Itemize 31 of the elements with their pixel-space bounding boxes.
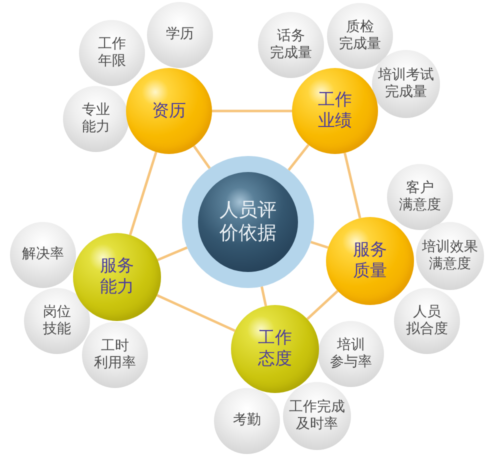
connector-line <box>260 286 268 306</box>
circle-label: 服务质量 <box>353 240 387 282</box>
circle-label: 考勤 <box>233 412 261 430</box>
circle-label: 培训考试完成量 <box>378 66 434 102</box>
circle-label: 岗位技能 <box>43 304 71 338</box>
circle-label: 学历 <box>166 26 194 44</box>
circle-label: 解决率 <box>22 246 64 264</box>
circle-label: 工时利用率 <box>94 338 136 372</box>
connector-line <box>306 290 339 320</box>
circle-label: 人员评价依据 <box>220 198 276 246</box>
circle-label: 客户满意度 <box>399 180 441 214</box>
connector-line <box>192 145 211 169</box>
circle-label: 培训效果满意度 <box>422 238 478 274</box>
connector-line <box>156 294 236 332</box>
circle-label: 工作完成及时率 <box>289 398 345 434</box>
circle-label: 质检完成量 <box>339 18 381 54</box>
connector-line <box>157 246 188 262</box>
circle-label: 资历 <box>152 100 186 122</box>
circle-label: 专业能力 <box>82 102 110 136</box>
circle-label: 话务完成量 <box>270 28 312 62</box>
circle-label: 人员拟合度 <box>406 304 448 338</box>
circle-label: 培训参与率 <box>330 336 372 372</box>
connector-line <box>128 152 158 236</box>
connector-line <box>310 240 328 249</box>
connector-line <box>344 152 362 218</box>
connector-line <box>212 110 292 112</box>
connector-line <box>288 144 310 171</box>
circle-label: 工作年限 <box>98 36 126 70</box>
circle-label: 服务能力 <box>100 256 134 298</box>
circle-label: 工作态度 <box>258 328 292 370</box>
circle-label: 工作业绩 <box>318 90 352 132</box>
